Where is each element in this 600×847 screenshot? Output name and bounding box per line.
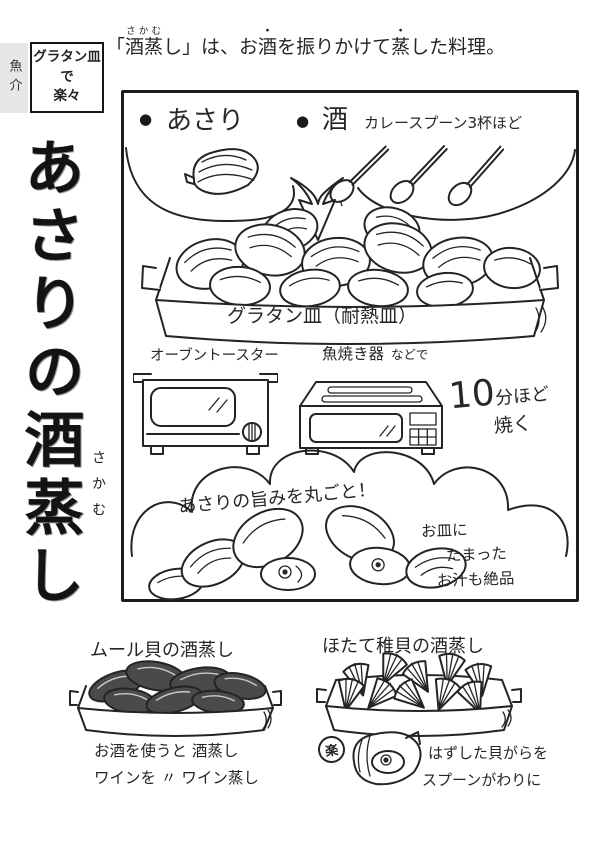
- shell-spoon-note: はずした貝がらを スプーンがわりに: [422, 740, 549, 794]
- bullet-clams: ●: [139, 110, 153, 128]
- intro-mid1: し」は、お: [163, 36, 259, 58]
- intro-furigana: さかむ: [125, 26, 164, 37]
- shell-spoon-note-line1: はずした貝がらを: [428, 744, 549, 762]
- shell-spoon-note-line2: スプーンがわりに: [422, 771, 542, 789]
- scallops-dish-illustration: [316, 652, 522, 737]
- fish-grill-suffix: などで: [391, 347, 429, 362]
- shell-spoon-illustration: [352, 731, 422, 786]
- clam-illustration: [184, 148, 259, 195]
- mussels-title: ムール貝の酒蒸し: [90, 640, 234, 661]
- intro-dot1-mark: ・: [258, 24, 278, 37]
- bullet-sake: ●: [296, 112, 310, 130]
- intro-dot2-mark: ・: [391, 24, 411, 37]
- main-title: あさりの酒蒸し: [14, 136, 84, 612]
- intro-dot2: 蒸・: [391, 24, 411, 58]
- steam-cloud-illustration: [130, 449, 569, 601]
- intro-word: 酒蒸: [125, 36, 164, 58]
- intro-open-quote: 「: [106, 36, 126, 58]
- fish-grill-name: 魚焼き器: [322, 345, 385, 363]
- bake-time-number: 10: [447, 372, 497, 418]
- intro-dot2-base: 蒸: [391, 36, 411, 58]
- badge-line2: 楽々: [53, 88, 81, 105]
- fish-grill-illustration: [299, 381, 443, 455]
- intro-mid2: を振りかけて: [277, 36, 392, 58]
- gratin-dish-illustration: [141, 206, 559, 345]
- category-label: 魚介: [6, 59, 22, 97]
- down-arrow: [290, 177, 344, 241]
- intro-dot1-base: 酒: [258, 36, 278, 58]
- ingredient-sake: 酒: [322, 105, 349, 135]
- dish-label: グラタン皿（耐熱皿）: [226, 305, 417, 327]
- category-strip: 魚介: [0, 43, 28, 113]
- mussels-note-line2: ワインを 〃 ワイン蒸し: [94, 769, 259, 787]
- plate-juice-note: お皿に たまった お汁も絶品: [421, 516, 515, 594]
- plate-note-line1: お皿に: [420, 520, 468, 541]
- plate-note-line3: お汁も絶品: [436, 569, 515, 591]
- ingredient-clams: あさり: [166, 106, 245, 136]
- mussels-dish-illustration: [69, 660, 282, 737]
- intro-word-ruby: 酒蒸さかむ: [125, 26, 164, 58]
- oven-toaster-label: オーブントースター: [150, 348, 279, 364]
- plate-note-line2: たまった: [445, 544, 508, 565]
- intro-dot1: 酒・: [258, 24, 278, 58]
- fun-mark-char: 楽: [324, 743, 340, 760]
- scallops-title: ほたて稚貝の酒蒸し: [322, 636, 484, 657]
- badge-box: グラタン皿で 楽々: [30, 42, 104, 113]
- fish-grill-label: 魚焼き器などで: [322, 342, 428, 364]
- intro-sentence: 「酒蒸さかむし」は、お酒・を振りかけて蒸・した料理。: [106, 24, 592, 59]
- badge-line1: グラタン皿で: [33, 49, 101, 85]
- oven-toaster-illustration: [133, 373, 278, 455]
- bake-time-unit: 分ほど: [494, 383, 550, 410]
- mussels-note: お酒を使うと 酒蒸し ワインを 〃 ワイン蒸し: [94, 738, 259, 792]
- ingredient-sake-amount: カレースプーン3杯ほど: [364, 114, 523, 132]
- bake-action: 焼く: [492, 412, 533, 438]
- bake-time-note: 10分ほど 焼く: [447, 368, 552, 442]
- main-title-furigana: さかむ: [90, 450, 106, 528]
- intro-close: した料理。: [410, 36, 506, 58]
- mussels-note-line1: お酒を使うと 酒蒸し: [94, 742, 239, 760]
